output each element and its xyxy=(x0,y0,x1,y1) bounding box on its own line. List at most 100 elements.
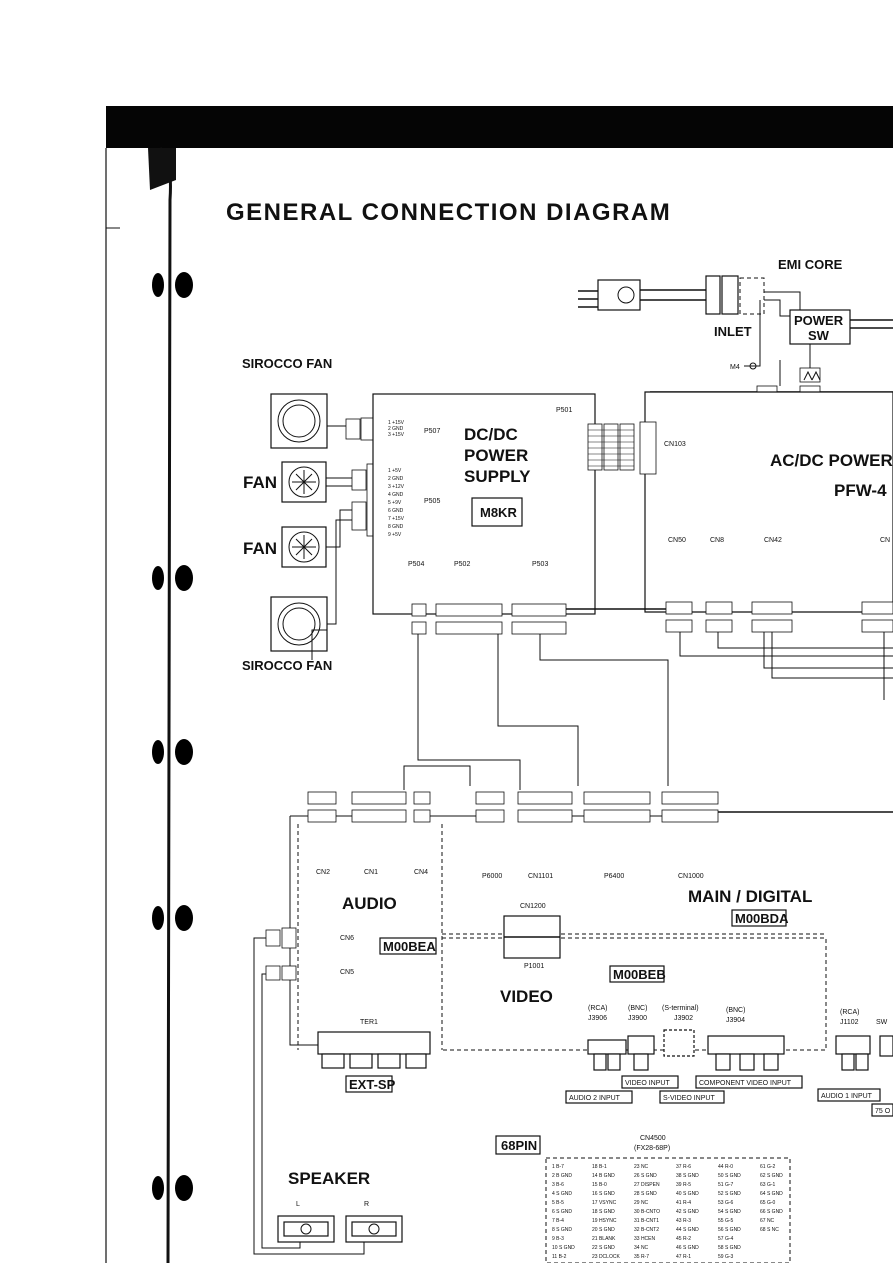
cn50-label: CN50 xyxy=(668,537,686,544)
sirocco-fan-top-label: SIROCCO FAN xyxy=(242,356,332,371)
sirocco-fan-bottom-label: SIROCCO FAN xyxy=(242,658,332,673)
pin-table-cell: 21 BLANK xyxy=(592,1236,616,1242)
p501-label: P501 xyxy=(556,407,572,414)
pin-table-cell: 1 B-7 xyxy=(552,1164,564,1170)
svg-text:9 +5V: 9 +5V xyxy=(388,532,402,538)
fan-2 xyxy=(281,526,327,568)
diagram-title: GENERAL CONNECTION DIAGRAM xyxy=(226,199,671,226)
pin68-label: 68PIN xyxy=(501,1138,537,1153)
fx28-label: (FX28-68P) xyxy=(634,1145,670,1152)
pin-table-cell: 27 DISPEN xyxy=(634,1182,660,1188)
svg-text:1 +5V: 1 +5V xyxy=(388,468,402,474)
inlet-label: INLET xyxy=(714,324,752,339)
pin-table-cell: 17 VSYNC xyxy=(592,1200,617,1206)
pin-table-cell: 62 S GND xyxy=(760,1173,783,1179)
m00bda-label: M00BDA xyxy=(735,911,789,926)
inlet: INLET xyxy=(705,275,765,339)
pin-table-cell: 4 S GND xyxy=(552,1191,572,1197)
pin-table-cell: 55 G-5 xyxy=(718,1218,734,1224)
video-label: VIDEO xyxy=(500,987,553,1006)
rca-2-label: (RCA) xyxy=(840,1009,859,1016)
pin-table-cell: 40 S GND xyxy=(676,1191,699,1197)
pin-table-frame xyxy=(545,1157,791,1263)
pin-table-cell: 34 NC xyxy=(634,1245,649,1251)
audio-2-input-label: AUDIO 2 INPUT xyxy=(569,1095,621,1102)
pin-table-cell: 54 S GND xyxy=(718,1209,741,1215)
pin-table-cell: 7 B-4 xyxy=(552,1218,564,1224)
header-bar xyxy=(106,106,893,148)
bnc-2-label: (BNC) xyxy=(726,1007,745,1014)
pin-table-cell: 68 S NC xyxy=(760,1227,779,1233)
ext-sp-label: EXT-SP xyxy=(349,1077,396,1092)
p503-label: P503 xyxy=(532,561,548,568)
cn1101-label: CN1101 xyxy=(528,873,553,880)
pin-table-cell: 28 S GND xyxy=(634,1191,657,1197)
pin-table-cell: 39 R-5 xyxy=(676,1182,691,1188)
video-input-label: VIDEO INPUT xyxy=(625,1080,670,1087)
speaker-r-label: R xyxy=(364,1201,369,1208)
pin-table-cell: 16 S GND xyxy=(592,1191,615,1197)
pin-table-cell: 43 R-3 xyxy=(676,1218,691,1224)
pin-table-cell: 8 S GND xyxy=(552,1227,572,1233)
pin-table-cell: 53 G-6 xyxy=(718,1200,734,1206)
p504-label: P504 xyxy=(408,561,424,568)
pin-table-cell: 67 NC xyxy=(760,1218,775,1224)
audio-label: AUDIO xyxy=(342,894,397,913)
power-switch: POWER SW xyxy=(764,291,893,345)
svg-text:2 GND: 2 GND xyxy=(388,476,404,482)
p505-label: P505 xyxy=(424,498,440,505)
pin-table-cell: 50 S GND xyxy=(718,1173,741,1179)
svg-text:8 GND: 8 GND xyxy=(388,524,404,530)
svg-text:3 +12V: 3 +12V xyxy=(388,484,405,490)
p6000-label: P6000 xyxy=(482,873,502,880)
speaker-label: SPEAKER xyxy=(288,1169,370,1188)
j3906-label: J3906 xyxy=(588,1015,607,1022)
binding-shade xyxy=(148,148,176,190)
pin-table-cell: 37 R-6 xyxy=(676,1164,691,1170)
pin-table-cell: 63 G-1 xyxy=(760,1182,776,1188)
dcdc-label-1: DC/DC xyxy=(464,425,518,444)
acdc-label-1: AC/DC POWER xyxy=(770,451,893,470)
pin-table-cell: 5 B-5 xyxy=(552,1200,564,1206)
dcdc-power-supply-board: DC/DC POWER SUPPLY M8KR P501 P507 P505 P… xyxy=(372,393,635,635)
audio-board: AUDIO M00BEA CN6 CN5 TER1 EXT-SP xyxy=(253,824,443,1255)
pin-table-cell: 26 S GND xyxy=(634,1173,657,1179)
pin-table-cell: 44 R-0 xyxy=(718,1164,733,1170)
pin-table-cell: 20 S GND xyxy=(592,1227,615,1233)
dcdc-label-2: POWER xyxy=(464,446,528,465)
s-terminal-label: (S-terminal) xyxy=(662,1005,699,1012)
pin-table-cell: 41 R-4 xyxy=(676,1200,691,1206)
pin-table-cell: 44 S GND xyxy=(676,1227,699,1233)
power-sw-label-2: SW xyxy=(808,328,830,343)
ter1-label: TER1 xyxy=(360,1019,378,1026)
pin-table-cell: 35 R-7 xyxy=(634,1254,649,1260)
svg-text:5 +9V: 5 +9V xyxy=(388,500,402,506)
pin-table-cell: 61 G-2 xyxy=(760,1164,776,1170)
pin68-box xyxy=(495,1135,541,1155)
p502-label: P502 xyxy=(454,561,470,568)
binding-edge xyxy=(158,147,172,1263)
power-line-connectors xyxy=(650,344,893,399)
p501-wires xyxy=(588,429,634,467)
fan-1-label: FAN xyxy=(243,473,277,492)
m00beb-label: M00BEB xyxy=(613,967,666,982)
pin-table-cell: 11 B-2 xyxy=(552,1254,567,1260)
pin-table-cell: 18 S GND xyxy=(592,1209,615,1215)
binder-holes xyxy=(152,272,193,1201)
m4-label: M4 xyxy=(730,364,740,371)
pin-table-cell: 45 R-2 xyxy=(676,1236,691,1242)
p6400-label: P6400 xyxy=(604,873,624,880)
pin-table-cell: 6 S GND xyxy=(552,1209,572,1215)
pin-table-cell: 31 B-CNT1 xyxy=(634,1218,659,1224)
pin-table-cell: 38 S GND xyxy=(676,1173,699,1179)
m4-ground xyxy=(744,300,761,367)
speaker-right xyxy=(345,1215,403,1243)
speaker-l-label: L xyxy=(296,1201,300,1208)
svg-text:3 +15V: 3 +15V xyxy=(388,432,405,438)
m00bea-label: M00BEA xyxy=(383,939,436,954)
pin-table-cell: 29 NC xyxy=(634,1200,649,1206)
j3902-label: J3902 xyxy=(674,1015,693,1022)
pin-table-cell: 46 S GND xyxy=(676,1245,699,1251)
